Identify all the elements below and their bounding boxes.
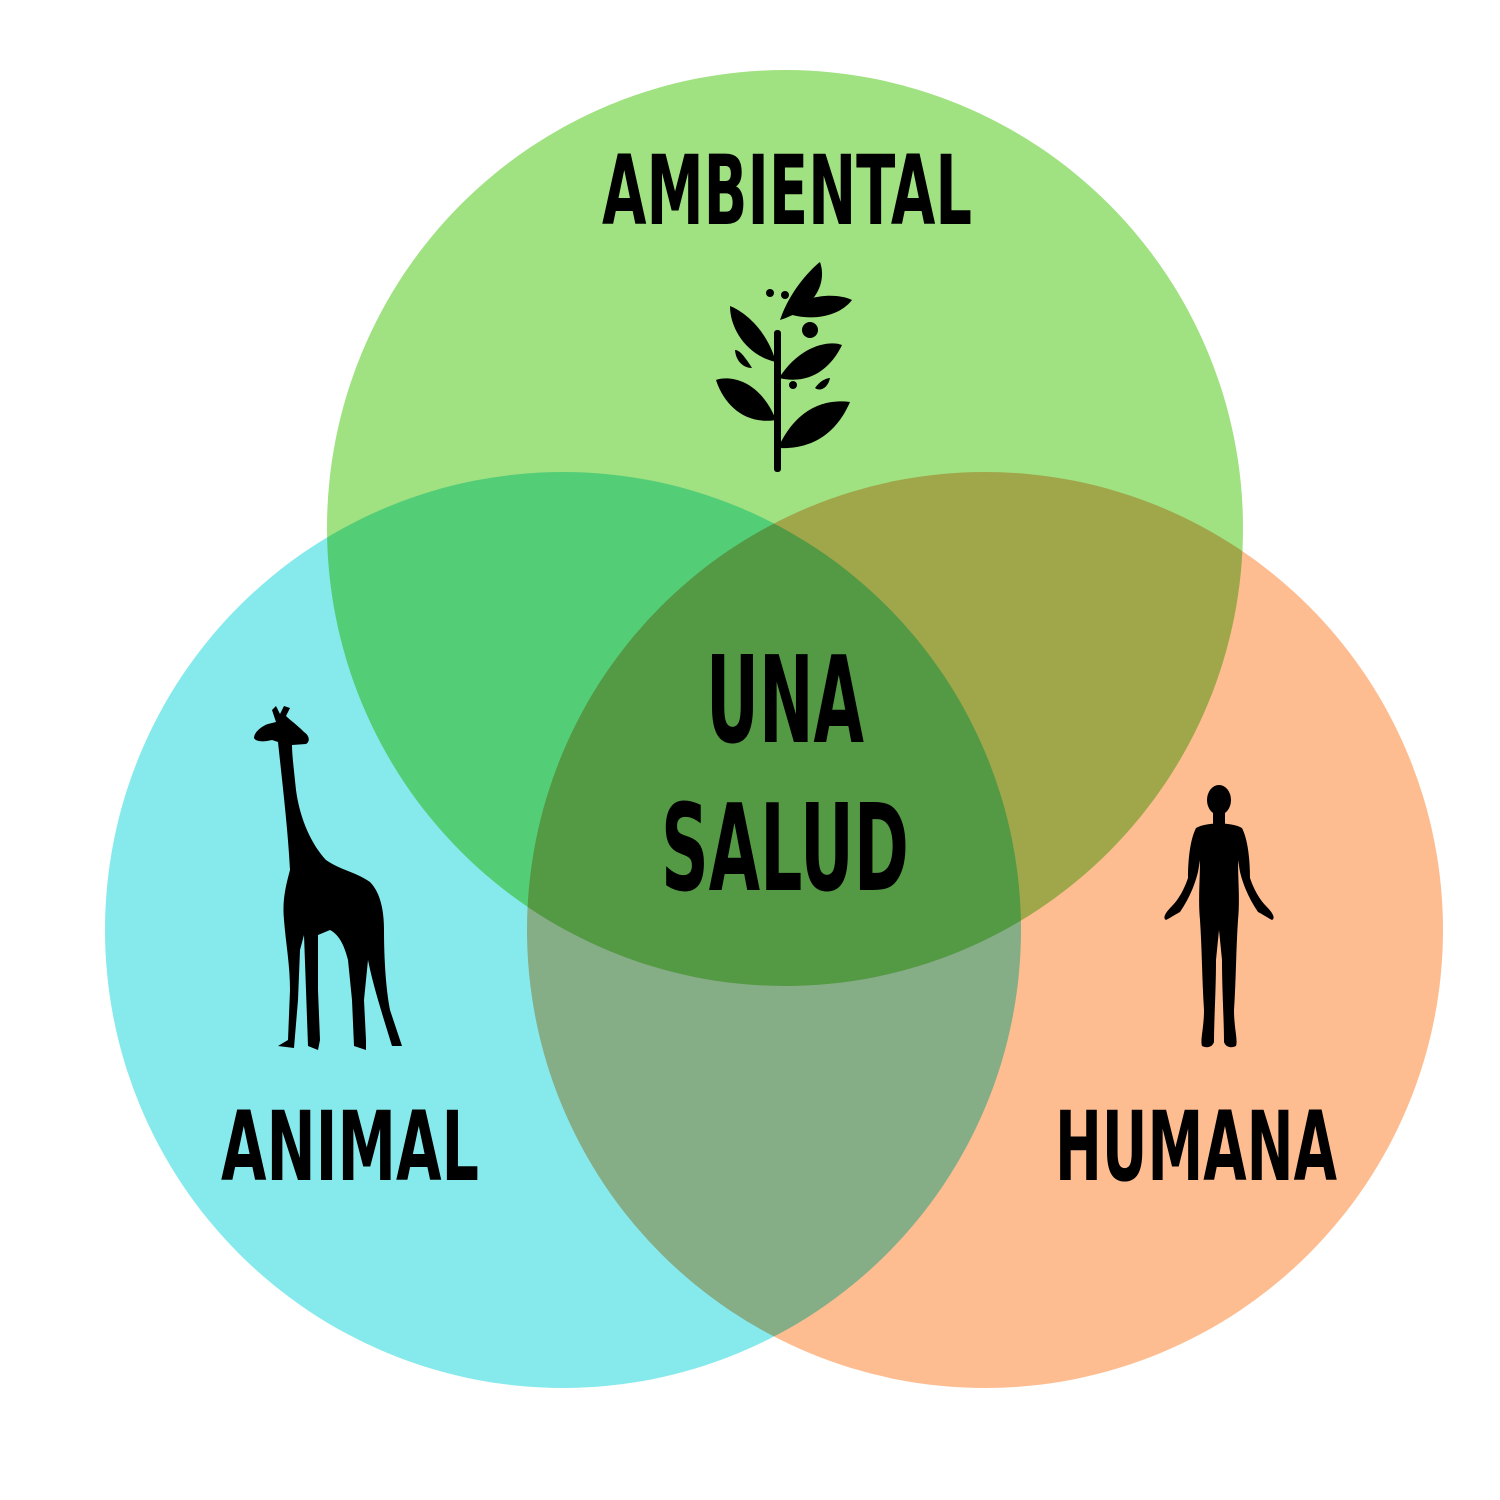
center-title-line2: SALUD xyxy=(661,780,909,919)
plant-icon xyxy=(716,262,852,472)
circle-ambiental xyxy=(327,70,1243,986)
label-animal: ANIMAL xyxy=(221,1091,479,1203)
human-figure-icon xyxy=(1164,785,1274,1048)
venn-circles xyxy=(105,70,1443,1388)
giraffe-icon xyxy=(254,706,402,1050)
center-title-line1: UNA xyxy=(706,632,864,771)
label-ambiental: AMBIENTAL xyxy=(602,135,972,247)
label-humana: HUMANA xyxy=(1055,1091,1337,1203)
